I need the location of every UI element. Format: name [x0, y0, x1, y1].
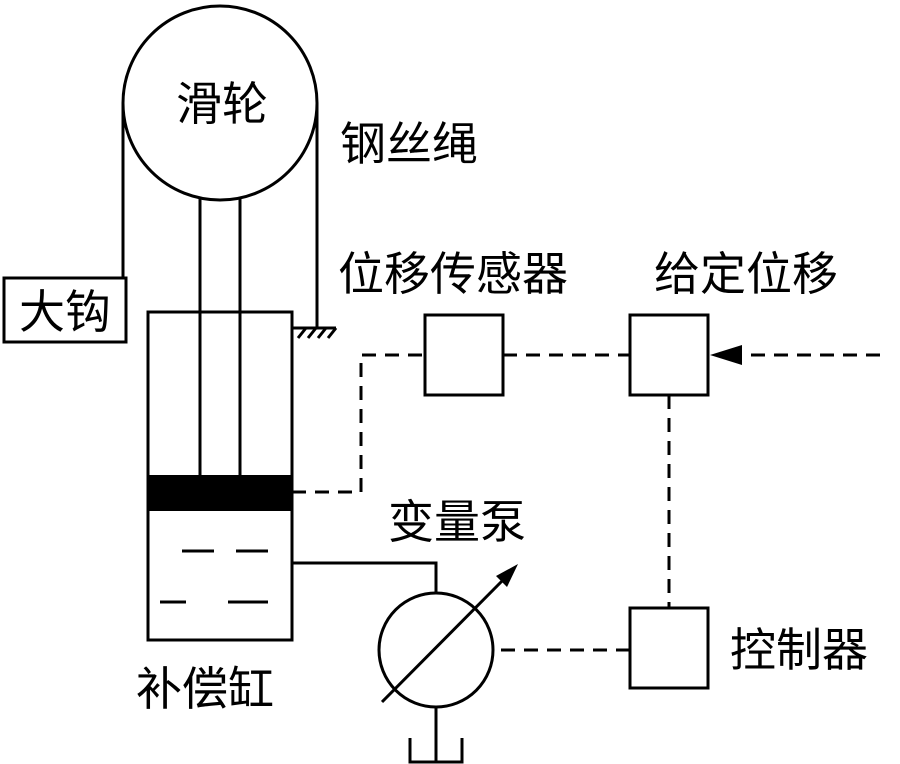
controller-box	[628, 606, 710, 690]
tank	[408, 738, 464, 764]
displacement-sensor-box	[423, 313, 505, 397]
controller-label: 控制器	[730, 623, 868, 677]
fluid-marks	[160, 549, 268, 604]
variable-pump-arrow	[380, 576, 507, 704]
comparator-box	[628, 313, 710, 397]
given-displacement-label: 给定位移	[654, 247, 838, 301]
compensation-cylinder-label: 补偿缸	[136, 662, 274, 716]
big-hook-label: 大钩	[19, 285, 111, 339]
wire-rope-label: 钢丝绳	[340, 117, 478, 171]
pulley-label: 滑轮	[176, 77, 268, 131]
variable-pump-arrow-head	[496, 564, 518, 587]
piston	[148, 475, 292, 511]
displacement-sensor-label: 位移传感器	[338, 247, 568, 301]
variable-pump-label: 变量泵	[388, 495, 526, 549]
input-arrow-head	[710, 345, 742, 365]
ground-anchor	[292, 326, 338, 339]
hydraulic-pipe	[292, 561, 438, 592]
sensor-signal-line	[292, 353, 425, 494]
piston-rod	[198, 198, 242, 475]
big-hook-box	[2, 276, 128, 344]
